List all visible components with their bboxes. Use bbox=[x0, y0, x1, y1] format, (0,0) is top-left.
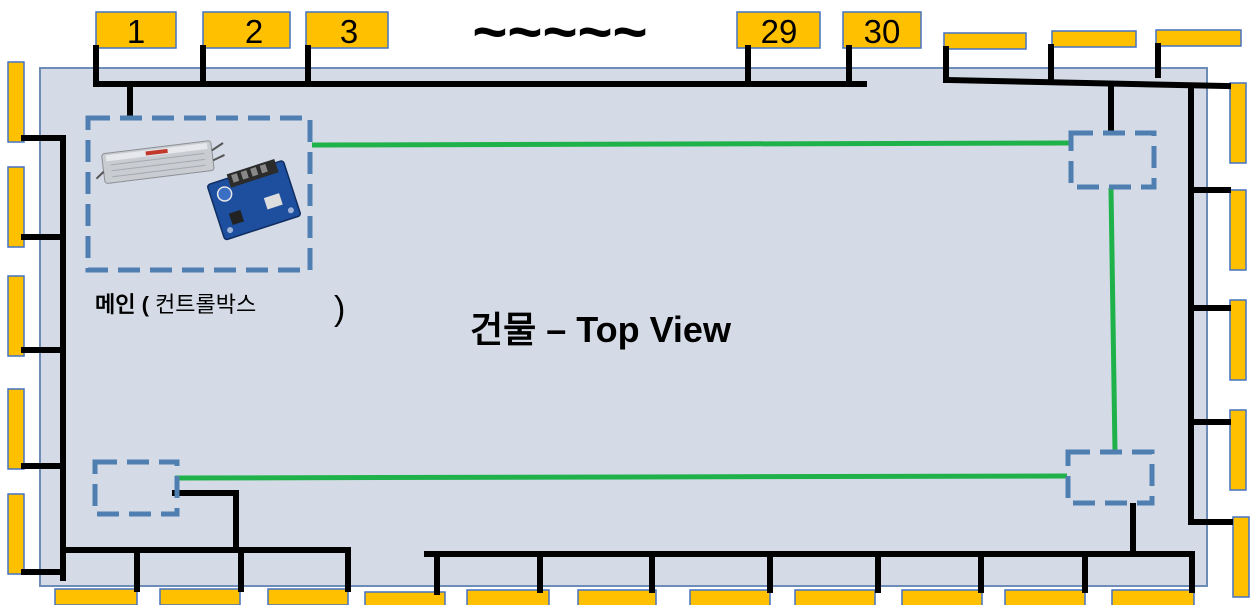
main-box-label-text: 컨트롤박스 bbox=[149, 292, 256, 317]
junction-box-bottom-left bbox=[92, 459, 180, 517]
unit-1: 1 bbox=[95, 11, 177, 50]
controller-board-icon bbox=[207, 158, 301, 241]
right-units bbox=[1229, 82, 1250, 598]
unit-3: 3 bbox=[305, 11, 389, 50]
unit-29: 29 bbox=[736, 11, 821, 50]
unit-30: 30 bbox=[842, 11, 922, 50]
unit-label: 2 bbox=[245, 13, 263, 50]
power-supply-icon bbox=[95, 140, 225, 184]
main-box-label: 메인 ( 컨트롤박스 bbox=[95, 292, 256, 317]
main-control-box bbox=[85, 115, 313, 273]
unit-label: 3 bbox=[340, 13, 358, 50]
left-units bbox=[7, 61, 25, 575]
top-numbered-units: 1 2 3 29 30 ~~~~~ bbox=[95, 0, 922, 65]
junction-box-bottom-right bbox=[1065, 449, 1155, 506]
building-title: 건물 – Top View bbox=[470, 309, 732, 350]
unit-label: 1 bbox=[127, 13, 145, 50]
junction-boxes bbox=[85, 115, 1157, 517]
bottom-units bbox=[54, 588, 1195, 605]
wiring bbox=[21, 43, 1233, 595]
main-box-label-bold: 메인 ( bbox=[95, 292, 150, 317]
junction-box-top-right bbox=[1068, 130, 1157, 190]
unit-label: 29 bbox=[761, 13, 798, 50]
main-box-label-close: ) bbox=[334, 290, 345, 328]
ellipsis-label: ~~~~~ bbox=[472, 0, 647, 65]
top-right-units bbox=[943, 29, 1242, 50]
signal-links bbox=[174, 140, 1118, 481]
unit-2: 2 bbox=[202, 11, 291, 50]
unit-label: 30 bbox=[864, 13, 901, 50]
